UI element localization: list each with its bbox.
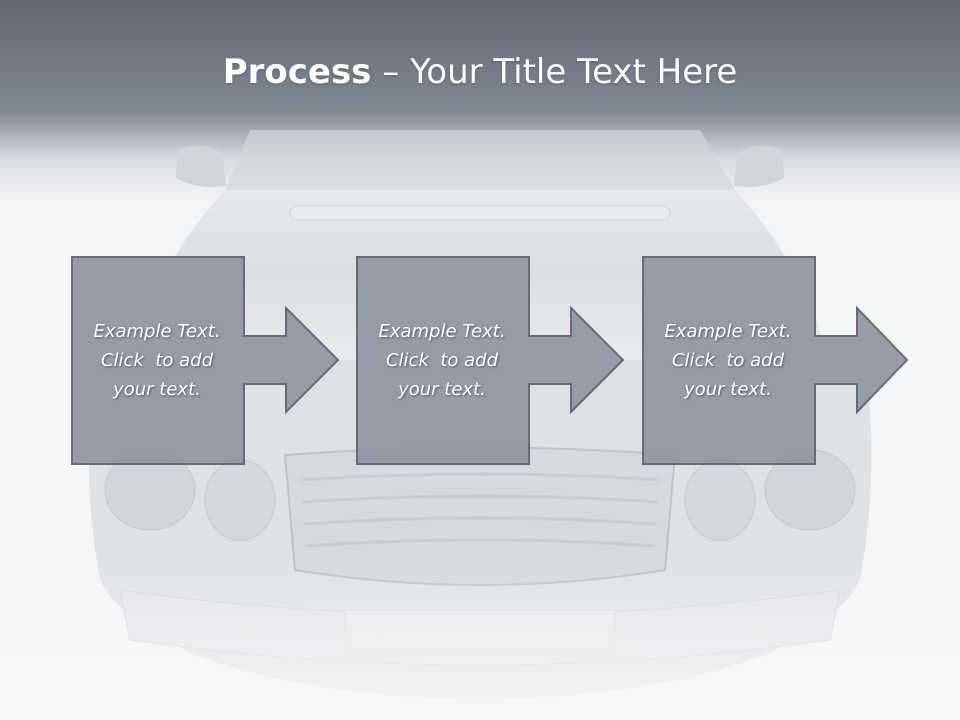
step-text: Example Text. Click to add your text. [356, 256, 528, 464]
slide-title[interactable]: Process – Your Title Text Here [0, 52, 960, 92]
step-arrow-shape [642, 256, 909, 465]
process-step-2[interactable]: Example Text. Click to add your text. [356, 256, 626, 468]
step-line-3: your text. [398, 378, 486, 400]
step-line-2: Click to add [385, 349, 498, 371]
step-line-3: your text. [684, 378, 772, 400]
step-text: Example Text. Click to add your text. [642, 256, 814, 464]
step-arrow-shape [71, 256, 340, 465]
step-line-2: Click to add [671, 349, 784, 371]
process-step-3[interactable]: Example Text. Click to add your text. [642, 256, 912, 468]
title-bold: Process [222, 52, 372, 92]
step-text: Example Text. Click to add your text. [71, 256, 243, 464]
step-line-1: Example Text. [664, 320, 792, 342]
step-line-1: Example Text. [378, 320, 506, 342]
step-line-1: Example Text. [93, 320, 221, 342]
step-line-2: Click to add [100, 349, 213, 371]
step-arrow-shape [356, 256, 625, 465]
title-rest: – Your Title Text Here [371, 52, 738, 92]
step-line-3: your text. [113, 378, 201, 400]
process-step-1[interactable]: Example Text. Click to add your text. [71, 256, 341, 468]
